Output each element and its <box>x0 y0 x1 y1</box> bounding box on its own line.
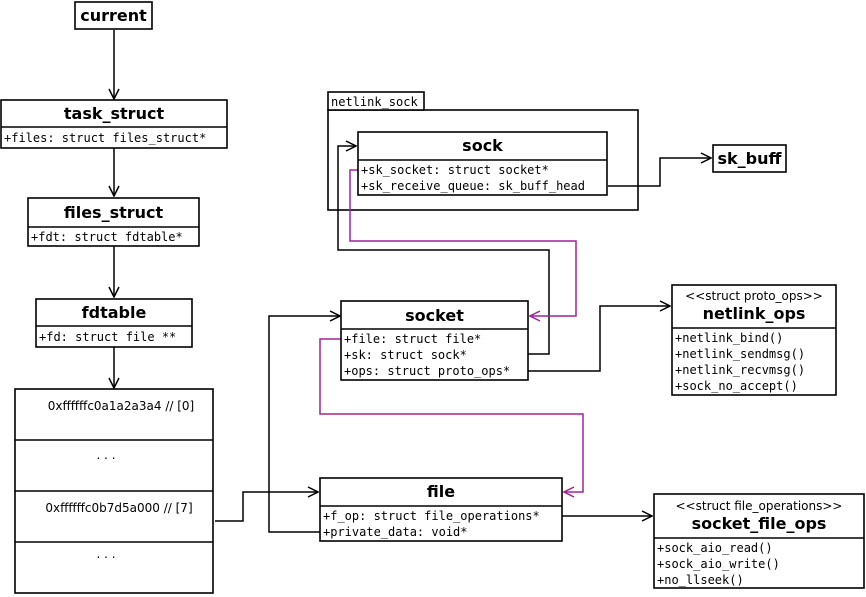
fdtable-attr: +fd: struct file ** <box>39 330 176 344</box>
ops-to-netlink-ops-arrow <box>528 306 670 372</box>
file-class: file +f_op: struct file_operations* +pri… <box>319 477 563 542</box>
sk-buff-box: sk_buff <box>712 144 787 173</box>
netlink-ops-attr-recvmsg: +netlink_recvmsg() <box>675 363 805 377</box>
socket-attr-ops: +ops: struct proto_ops* <box>344 364 510 378</box>
sk-buff-title: sk_buff <box>718 149 783 168</box>
file-attr-f-op: +f_op: struct file_operations* <box>323 509 540 523</box>
socket-class: socket +file: struct file* +sk: struct s… <box>340 300 529 381</box>
socket-file-ops-stereotype: <<struct file_operations>> <box>676 499 843 513</box>
fd7-to-file-arrow <box>215 492 318 522</box>
fdtable-title: fdtable <box>82 303 147 322</box>
task-struct-title: task_struct <box>64 104 165 123</box>
sock-attr-sk-socket: +sk_socket: struct socket* <box>361 163 549 177</box>
file-title: file <box>427 482 455 501</box>
fd-array-cell-8: . . . <box>96 547 115 561</box>
fd-array-cell-0: 0xffffffc0a1a2a3a4 // [0] <box>48 399 194 413</box>
socket-attr-file: +file: struct file* <box>344 332 481 346</box>
netlink-sock-label: netlink_sock <box>331 95 418 109</box>
private-data-to-socket-arrow <box>268 316 340 533</box>
highlight-connectors <box>319 169 584 492</box>
current-box: current <box>74 1 153 30</box>
netlink-ops-stereotype: <<struct proto_ops>> <box>685 289 823 303</box>
task-struct-attr: +files: struct files_struct* <box>4 131 206 145</box>
fdtable-class: fdtable +fd: struct file ** <box>35 298 193 348</box>
socket-file-to-file-arrow <box>319 338 584 492</box>
files-struct-attr: +fdt: struct fdtable* <box>31 230 183 244</box>
sk-socket-to-socket-arrow <box>349 169 577 316</box>
socket-file-ops-attr-llseek: +no_llseek() <box>657 573 744 587</box>
fd-array: 0xffffffc0a1a2a3a4 // [0] . . . 0xffffff… <box>14 388 214 594</box>
fd-array-cell-7: 0xffffffc0b7d5a000 // [7] <box>45 501 192 515</box>
sock-attr-receive-queue: +sk_receive_queue: sk_buff_head <box>361 179 585 193</box>
socket-attr-sk: +sk: struct sock* <box>344 348 467 362</box>
files-struct-title: files_struct <box>64 203 164 222</box>
sock-title: sock <box>462 136 503 155</box>
netlink-ops-title: netlink_ops <box>703 304 806 323</box>
netlink-ops-class: <<struct proto_ops>> netlink_ops +netlin… <box>671 284 837 396</box>
socket-file-ops-title: socket_file_ops <box>692 514 827 533</box>
socket-title: socket <box>405 306 464 325</box>
fd-array-cell-1: . . . <box>96 448 115 462</box>
file-attr-private-data: +private_data: void* <box>323 525 468 539</box>
netlink-ops-attr-sendmsg: +netlink_sendmsg() <box>675 347 805 361</box>
current-title: current <box>80 6 147 25</box>
sk-to-sock-arrow <box>337 146 550 355</box>
connectors <box>114 30 711 533</box>
task-struct-class: task_struct +files: struct files_struct* <box>0 99 228 149</box>
receive-queue-to-skbuff-arrow <box>608 158 711 187</box>
netlink-ops-attr-bind: +netlink_bind() <box>675 331 783 345</box>
sock-class: sock +sk_socket: struct socket* +sk_rece… <box>357 131 608 196</box>
socket-file-ops-class: <<struct file_operations>> socket_file_o… <box>653 493 865 589</box>
socket-file-ops-attr-write: +sock_aio_write() <box>657 557 780 571</box>
socket-file-ops-attr-read: +sock_aio_read() <box>657 541 773 555</box>
files-struct-class: files_struct +fdt: struct fdtable* <box>27 197 200 247</box>
netlink-ops-attr-accept: +sock_no_accept() <box>675 379 798 393</box>
